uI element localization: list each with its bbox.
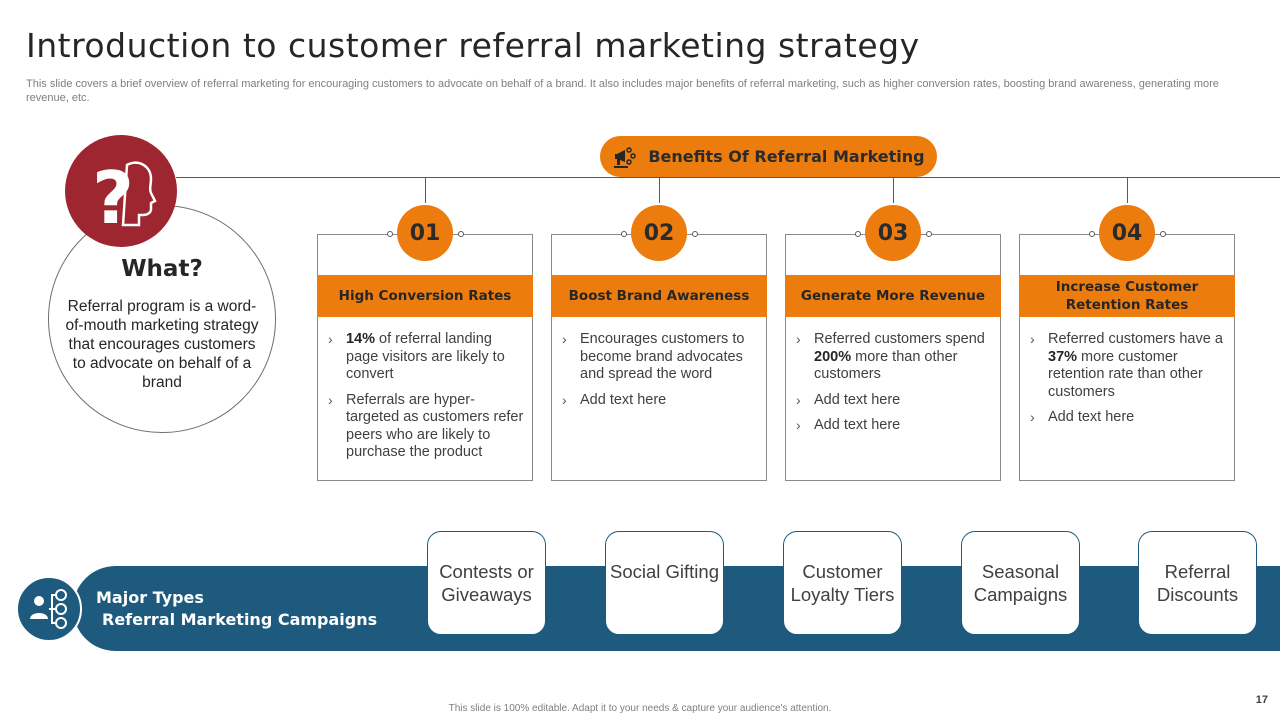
connector-drop — [893, 177, 894, 203]
list-item: ›Add text here — [562, 391, 667, 408]
benefit-card-heading: Increase Customer Retention Rates — [1019, 275, 1235, 317]
step-number-badge: 01 — [397, 205, 453, 261]
step-number-badge: 03 — [865, 205, 921, 261]
connector-drop — [425, 177, 426, 203]
chevron-right-icon: › — [796, 417, 801, 433]
connector-dot — [926, 231, 932, 237]
people-network-icon — [16, 576, 82, 642]
chevron-right-icon: › — [796, 391, 801, 408]
chevron-right-icon: › — [796, 331, 801, 347]
campaign-type-box: Referral Discounts — [1138, 531, 1257, 635]
connector-drop — [1127, 177, 1128, 203]
benefit-card-heading: Generate More Revenue — [785, 275, 1001, 317]
megaphone-icon — [612, 144, 638, 170]
chevron-right-icon: › — [1030, 331, 1035, 347]
connector-drop — [659, 177, 660, 203]
connector-dot — [1089, 231, 1095, 237]
connector-dot — [1160, 231, 1166, 237]
chevron-right-icon: › — [562, 391, 567, 408]
what-description: Referral program is a word-of-mouth mark… — [65, 298, 259, 391]
benefits-label: Benefits Of Referral Marketing — [648, 147, 925, 166]
connector-dot — [855, 231, 861, 237]
chevron-right-icon: › — [328, 391, 333, 408]
connector-dot — [692, 231, 698, 237]
chevron-right-icon: › — [562, 331, 567, 347]
slide-title: Introduction to customer referral market… — [26, 26, 920, 65]
band-label-line: Major Types — [96, 588, 204, 607]
campaign-type-box: Seasonal Campaigns — [961, 531, 1080, 635]
slide-subtitle: This slide covers a brief overview of re… — [26, 78, 1219, 104]
footer-note: This slide is 100% editable. Adapt it to… — [448, 703, 832, 714]
benefit-card-list: ›Encourages customers to become brand ad… — [560, 331, 760, 417]
campaign-type-box: Social Gifting — [605, 531, 724, 635]
list-item: ›Add text here — [796, 391, 901, 408]
benefits-header-pill: Benefits Of Referral Marketing — [600, 136, 937, 177]
benefit-card-heading: High Conversion Rates — [317, 275, 533, 317]
connector-dot — [621, 231, 627, 237]
svg-text:?: ? — [92, 156, 134, 240]
connector-line — [176, 177, 1280, 178]
connector-dot — [458, 231, 464, 237]
list-item: ›Referred customers have a 37% more cust… — [1030, 331, 1223, 400]
benefit-card: Boost Brand Awareness ›Encourages custom… — [551, 234, 767, 481]
list-item: ›Add text here — [796, 417, 901, 433]
benefit-card-list: ›Referred customers spend 200% more than… — [794, 331, 994, 443]
connector-dot — [387, 231, 393, 237]
what-circle — [48, 205, 276, 433]
list-item: ›Referred customers spend 200% more than… — [796, 331, 985, 382]
step-number-badge: 04 — [1099, 205, 1155, 261]
step-number-badge: 02 — [631, 205, 687, 261]
list-item: ›Referrals are hyper-targeted as custome… — [328, 391, 524, 461]
page-number: 17 — [1255, 694, 1268, 706]
question-head-icon: ? — [65, 135, 177, 247]
campaigns-band-label: Major Types Referral Marketing Campaigns — [96, 587, 396, 631]
benefit-card: High Conversion Rates ›14% of referral l… — [317, 234, 533, 481]
benefit-card: Increase Customer Retention Rates ›Refer… — [1019, 234, 1235, 481]
benefit-card-list: ›Referred customers have a 37% more cust… — [1028, 331, 1228, 435]
list-item: ›Encourages customers to become brand ad… — [562, 331, 745, 382]
campaign-type-box: Customer Loyalty Tiers — [783, 531, 902, 635]
list-item: ›Add text here — [1030, 409, 1135, 425]
what-heading: What? — [121, 256, 203, 282]
benefit-card: Generate More Revenue ›Referred customer… — [785, 234, 1001, 481]
benefit-card-list: ›14% of referral landing page visitors a… — [326, 331, 526, 470]
chevron-right-icon: › — [1030, 409, 1035, 425]
chevron-right-icon: › — [328, 331, 333, 347]
list-item: ›14% of referral landing page visitors a… — [328, 331, 505, 382]
campaign-type-box: Contests or Giveaways — [427, 531, 546, 635]
benefit-card-heading: Boost Brand Awareness — [551, 275, 767, 317]
band-label-line: Referral Marketing Campaigns — [102, 610, 378, 629]
